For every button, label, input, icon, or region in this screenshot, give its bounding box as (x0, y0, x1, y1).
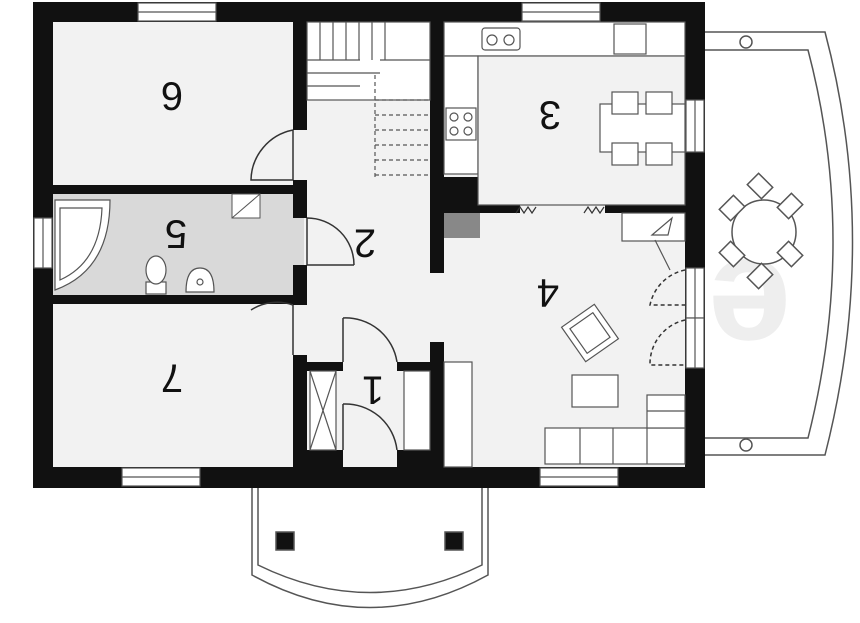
window-icon (521, 2, 601, 22)
armchair-icon (560, 303, 620, 363)
porch (251, 488, 489, 609)
closet (403, 370, 431, 451)
fireplace-icon (444, 213, 480, 238)
fridge-icon (613, 23, 647, 55)
room-1-label: 1 (362, 367, 384, 411)
sink-icon (481, 27, 521, 51)
door-icon (342, 317, 398, 363)
pillar-icon (739, 35, 753, 49)
terrace-outline (705, 31, 854, 456)
sofa-icon (544, 394, 686, 465)
toilet-icon (145, 255, 167, 295)
door-icon (649, 269, 686, 306)
room-7-label: 7 (161, 355, 183, 399)
window-icon (685, 317, 705, 369)
shower-tray-icon (231, 193, 261, 219)
windows (33, 2, 705, 487)
window-icon (685, 99, 705, 153)
coffee-table-icon (571, 374, 619, 408)
doors (250, 129, 686, 451)
terrace (705, 31, 854, 456)
window-icon (685, 267, 705, 319)
living-cabinet (443, 361, 473, 468)
door-icon (250, 301, 294, 355)
washbasin-icon (185, 267, 215, 293)
stove-icon (445, 107, 477, 141)
radiator-icon (515, 205, 605, 215)
terrace-inner-outline (705, 49, 834, 439)
lamp-icon (650, 216, 674, 271)
door-icon (250, 129, 294, 181)
porch-inner-outline (257, 488, 483, 594)
room-5-label: 5 (165, 211, 187, 255)
porch-outline (251, 488, 489, 609)
window-icon (33, 217, 53, 269)
desk-icon (621, 212, 686, 242)
door-icon (649, 319, 686, 366)
pillar-icon (444, 531, 464, 551)
door-icon (306, 217, 355, 266)
pillar-icon (275, 531, 295, 551)
room-4-label: 4 (537, 270, 559, 314)
wardrobe-icon (309, 370, 337, 451)
window-icon (137, 2, 217, 22)
room-6-label: 6 (161, 73, 183, 117)
dining-table-icon (599, 91, 686, 166)
pillar-icon (739, 438, 753, 452)
terrace-table-icon (718, 172, 804, 290)
stairs-icon (306, 21, 431, 180)
room-3-label: 3 (539, 92, 561, 136)
window-icon (539, 467, 619, 487)
room-labels: 6 5 7 2 3 4 1 (161, 73, 561, 411)
window-icon (121, 467, 201, 487)
room-2-label: 2 (354, 220, 376, 264)
door-icon (342, 403, 398, 451)
bathtub-icon (54, 199, 111, 291)
